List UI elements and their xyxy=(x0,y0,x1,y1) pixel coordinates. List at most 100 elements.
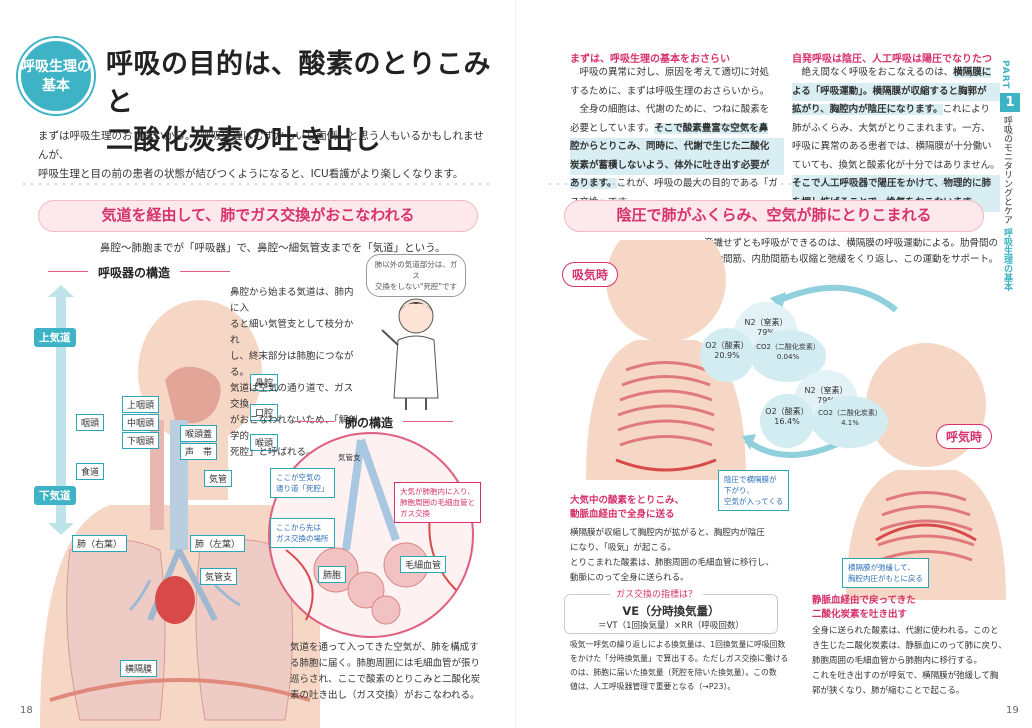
label-mid-pharynx: 中咽頭 xyxy=(122,414,160,431)
bottom-line: 気道を通って入ってきた空気が、肺を構成す xyxy=(290,642,479,653)
section-badge: 呼吸生理の 基本 xyxy=(18,38,94,114)
exhale-text: 全身に送られた酸素は、代謝に使われる。このと き生じた二酸化炭素は、静脈血にのっ… xyxy=(812,624,1022,699)
sidebar-section: 呼吸生理の基本 xyxy=(1002,228,1012,292)
col1-text: 呼吸の異常に対し、原因を考えて適切に対処 するために、まずは呼吸生理のおさらいか… xyxy=(570,64,784,212)
col2-line: 肺がふくらみ、大気がとりこまれます。一方、 xyxy=(792,122,991,134)
label-upper-pharynx: 上咽頭 xyxy=(122,396,160,413)
badge-line-2: 基本 xyxy=(42,78,70,94)
bottom-line: る肺胞に届く。肺胞周囲には毛細血管が張り xyxy=(290,658,481,669)
exhale-o2-circle: O2（酸素） 16.4% xyxy=(760,394,814,448)
gas-line: 吸気一呼気の繰り返しによる換気量は、1回換気量に呼吸回数 xyxy=(570,640,786,649)
nurse-speech-bubble: 肺以外の気道部分は、ガス 交換をしない"死腔"です xyxy=(366,254,466,297)
inhale-tag: 吸気時 xyxy=(562,262,619,287)
section-subtitle: 鼻腔〜肺胞までが「呼吸器」で、鼻腔〜細気管支までを「気道」という。 xyxy=(100,242,446,254)
structure-text-line: し、終末部分は肺胞につながる。 xyxy=(230,351,354,378)
text-line: き生じた二酸化炭素は、静脈血にのって肺に戻り、 xyxy=(812,641,1007,651)
col1-line: するために、まずは呼吸生理のおさらいから。 xyxy=(570,85,770,97)
text-line: これを吐き出すのが呼気で、横隔膜が弛緩して胸 xyxy=(812,671,999,681)
o2-value: 16.4% xyxy=(774,417,800,426)
label-mouth: 口腔 xyxy=(250,404,279,421)
label-left-lung: 肺（左葉） xyxy=(190,535,246,552)
lung-structure-title: 肺の構造 xyxy=(294,416,454,430)
label-lower-pharynx: 下咽頭 xyxy=(122,432,160,449)
note-line: 下がり、 xyxy=(724,486,754,495)
label-esophagus: 食道 xyxy=(76,463,105,480)
text-line: 郭が狭くなり、肺が縮むことで起こる。 xyxy=(812,686,965,696)
exchange-note: ここから先は ガス交換の場所 xyxy=(270,518,335,548)
gas-exchange-box: VE（分時換気量） ＝VT（1回換気量）×RR（呼吸回数） xyxy=(564,594,778,634)
page-title: 呼吸の目的は、酸素のとりこみと 二酸化炭素の吐き出し xyxy=(106,46,516,160)
gas-line: 値は、人工呼吸器管理で重要となる（→P23）。 xyxy=(570,682,736,691)
label-right-lung: 肺（右葉） xyxy=(72,535,128,552)
left-page: 呼吸生理の 基本 呼吸の目的は、酸素のとりこみと 二酸化炭素の吐き出し まずは呼… xyxy=(18,38,516,728)
gas-main-formula: VE（分時換気量） xyxy=(622,604,720,618)
upper-airway-label: 上気道 xyxy=(34,328,76,347)
sub-line: 意識せずとも呼吸ができるのは、横隔膜の呼吸運動による。肋骨間の xyxy=(704,238,999,249)
bubble-line-2: 交換をしない"死腔"です xyxy=(375,282,457,291)
col1-line: 呼吸の異常に対し、原因を考えて適切に対処 xyxy=(570,67,770,78)
red-line: 二酸化炭素を吐き出す xyxy=(812,609,908,620)
col2-line: 呼吸に異常のある患者では、横隔膜が十分働い xyxy=(792,141,992,152)
o2-exchange-note: 大気が肺胞内に入り、 肺胞周囲の毛細血管と ガス交換 xyxy=(394,482,481,523)
col1-highlight: そこで酸素豊富な空気を鼻 xyxy=(654,122,769,134)
note-line: 空気が入ってくる xyxy=(724,497,784,506)
col2-highlight: 横隔膜に xyxy=(953,67,992,78)
co2-label: CO2（二酸化炭素） xyxy=(756,343,820,351)
col2-heading: 自発呼吸は陰圧、人工呼吸は陽圧でなりたつ xyxy=(792,54,992,65)
col2-highlight: よる「呼吸運動」。横隔膜が収縮すると胸郭が xyxy=(792,82,1000,101)
label-pharynx: 咽頭 xyxy=(76,414,105,431)
dotted-separator xyxy=(20,182,490,186)
intro-line-2: 呼吸生理と目の前の患者の状態が結びつくようになると、ICU看護がより楽しくなりま… xyxy=(38,168,464,180)
note-line: 通り道「死腔」 xyxy=(276,484,329,493)
lower-airway-label: 下気道 xyxy=(34,486,76,505)
inhale-red-text: 大気中の酸素をとりこみ、 動脈血経由で全身に送る xyxy=(570,494,684,522)
part-sidebar: PART 1 呼吸のモニタリングとケア 呼吸生理の基本 xyxy=(1000,60,1022,291)
o2-label: O2（酸素） xyxy=(705,341,749,350)
gas-line: のは、肺胞に届いた換気量（死腔を除いた換気量）。この数 xyxy=(570,668,777,677)
bronchiole-label: 気管支 xyxy=(338,453,361,462)
red-line: 動脈血経由で全身に送る xyxy=(570,509,675,520)
diaphragm-down-note: 陰圧で横隔膜が 下がり、 空気が入ってくる xyxy=(718,470,790,511)
text-line: とりこまれた酸素は、肺胞周囲の毛細血管に移行し、 xyxy=(570,558,775,568)
section-sub-right: 意識せずとも呼吸ができるのは、横隔膜の呼吸運動による。肋骨間の 外肋間筋、内肋間… xyxy=(704,236,1004,268)
text-line: になり、「吸気」が起こる。 xyxy=(570,543,676,553)
co2-value: 4.1% xyxy=(841,419,859,427)
o2-value: 20.9% xyxy=(714,351,740,360)
alveoli-label: 肺胞 xyxy=(318,566,347,583)
red-line: 大気中の酸素をとりこみ、 xyxy=(570,495,685,506)
badge-line-1: 呼吸生理の xyxy=(21,59,91,75)
title-line-2: 二酸化炭素の吐き出し xyxy=(106,125,381,156)
title-line-1: 呼吸の目的は、酸素のとりこみと xyxy=(106,49,491,118)
sidebar-chapter: 呼吸のモニタリングとケア xyxy=(1002,116,1012,225)
note-line: 陰圧で横隔膜が xyxy=(724,475,777,484)
n2-label: N2（窒素） xyxy=(804,386,848,395)
label-epiglottis: 喉頭蓋 xyxy=(180,425,218,442)
airway-range-arrow xyxy=(48,285,74,535)
page-number-right: 19 xyxy=(1006,705,1019,716)
red-line: 静脈血経由で戻ってきた xyxy=(812,595,916,606)
col2-text: 絶え間なく呼吸をおこなえるのは、横隔膜に よる「呼吸運動」。横隔膜が収縮すると胸… xyxy=(792,64,1000,212)
nurse-illustration xyxy=(381,298,439,410)
note-line: 横隔膜が弛緩して、 xyxy=(848,563,915,572)
section-pill: 気道を経由して、肺でガス交換がおこなわれる xyxy=(38,200,478,232)
n2-label: N2（窒素） xyxy=(744,318,788,327)
intro-text: まずは呼吸生理のおさらいから。「呼吸生理はむずかしいし面倒」と思う人もいるかもし… xyxy=(38,127,488,184)
page-number-left: 18 xyxy=(20,705,33,716)
text-line: 動脈にのって全身に送られる。 xyxy=(570,573,689,583)
gas-exchange-text: 吸気一呼気の繰り返しによる換気量は、1回換気量に呼吸回数 をかけた「分時換気量」… xyxy=(570,638,800,694)
text-line: 全身に送られた酸素は、代謝に使われる。このと xyxy=(812,626,999,636)
col2-line: これにより xyxy=(942,104,990,115)
structure-text-line: ると細い気管支として枝分かれ xyxy=(230,319,354,346)
exhale-tag: 呼気時 xyxy=(936,424,993,449)
col2-highlight: 拡がり、胸腔内が陰圧になります。 xyxy=(792,104,943,115)
co2-label: CO2（二酸化炭素） xyxy=(818,409,882,417)
structure-text-line: 気道は空気の通り道で、ガス交換 xyxy=(230,383,354,410)
gas-exchange-title: ガス交換の指標は？ xyxy=(610,587,704,600)
note-line: ここが空気の xyxy=(276,473,321,482)
structure-text-line: がおこなわれないため、「解剖学的 xyxy=(230,415,358,442)
dotted-separator-right xyxy=(546,182,986,186)
col1-line: 全身の細胞は、代謝のために、つねに酸素を xyxy=(570,104,770,115)
note-line: 胸腔内圧がもとに戻る xyxy=(848,574,923,583)
structure-text-line: 死腔」と呼ばれる。 xyxy=(230,447,316,458)
exhale-co2-circle: CO2（二酸化炭素） 4.1% xyxy=(812,396,888,448)
